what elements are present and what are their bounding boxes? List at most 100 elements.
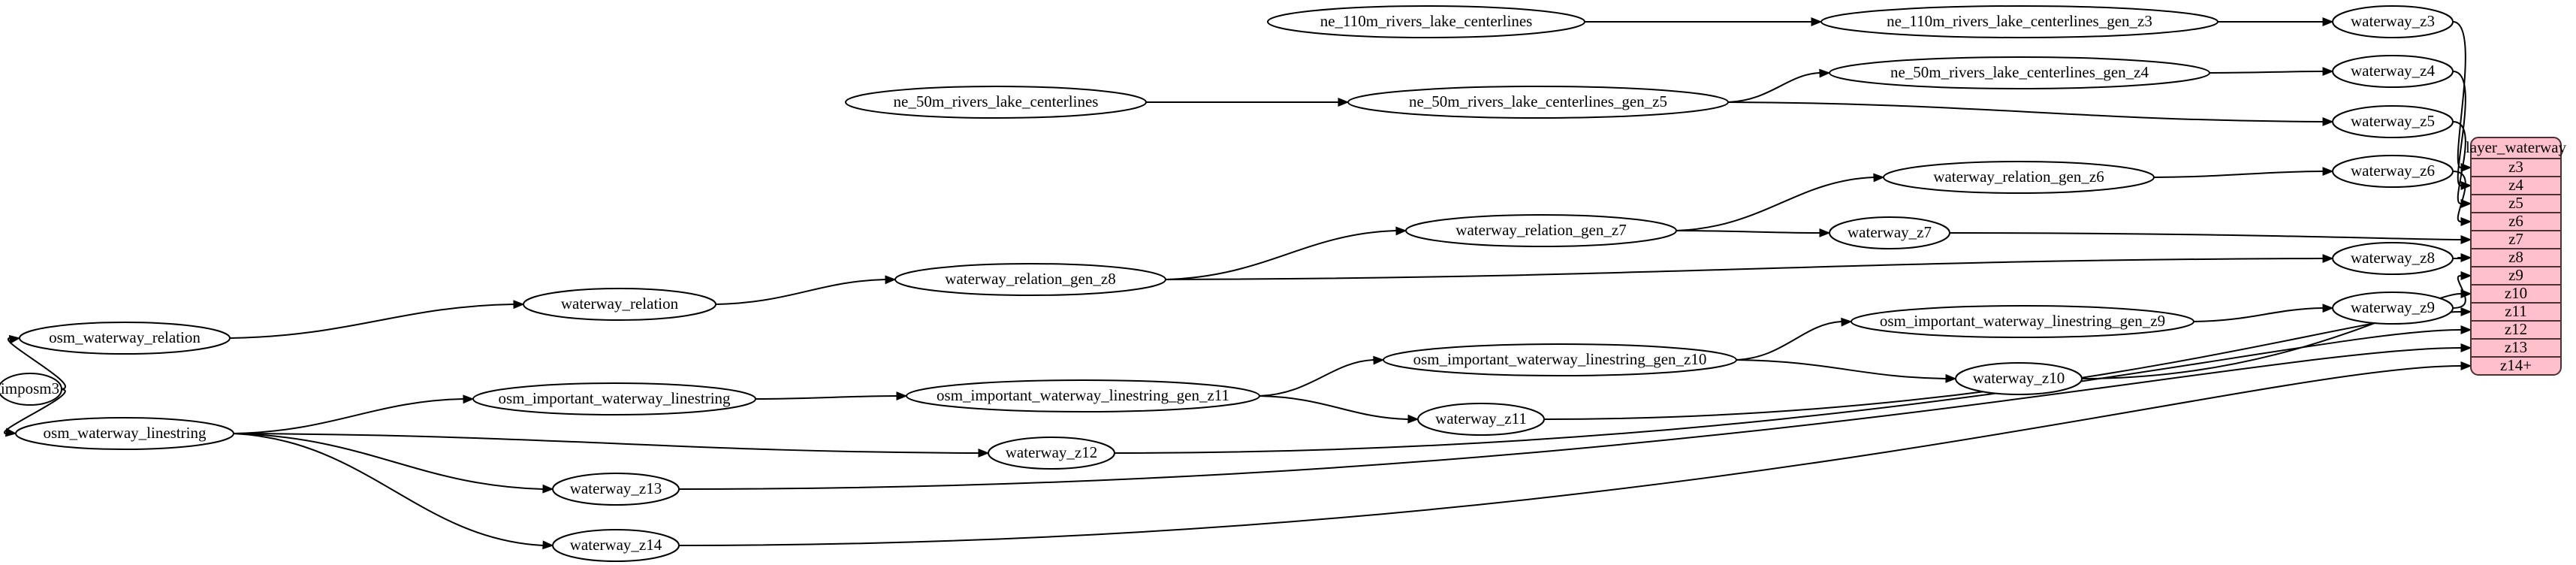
node-shape bbox=[2332, 105, 2454, 138]
node-label-waterway_z8: waterway_z8 bbox=[2351, 249, 2435, 267]
node-waterway_relation[interactable]: waterway_relation bbox=[523, 288, 716, 321]
table-row-z14plus[interactable]: z14+ bbox=[2500, 356, 2532, 374]
edge-waterway_z3-to-layer_waterway-z3 bbox=[2452, 21, 2466, 168]
edge-arrowhead bbox=[1819, 68, 1831, 78]
node-osm_important_waterway_linestring_gen_z10[interactable]: osm_important_waterway_linestring_gen_z1… bbox=[1383, 343, 1737, 376]
node-ne_50m_rivers_lake_centerlines_gen_z4[interactable]: ne_50m_rivers_lake_centerlines_gen_z4 bbox=[1829, 56, 2210, 89]
edge-arrowhead bbox=[896, 391, 908, 400]
node-label-waterway_z6: waterway_z6 bbox=[2351, 162, 2435, 180]
edge-ne_50m_rivers_lake_centerlines_gen_z5-to-waterway_z5 bbox=[1727, 101, 2323, 122]
node-label-waterway_relation_gen_z7: waterway_relation_gen_z7 bbox=[1455, 221, 1626, 239]
edge-arrowhead bbox=[2322, 167, 2334, 177]
edge-arrowhead bbox=[2460, 361, 2472, 370]
node-waterway_relation_gen_z6[interactable]: waterway_relation_gen_z6 bbox=[1883, 161, 2155, 194]
node-osm_important_waterway_linestring_gen_z11[interactable]: osm_important_waterway_linestring_gen_z1… bbox=[906, 379, 1260, 412]
node-osm_important_waterway_linestring[interactable]: osm_important_waterway_linestring bbox=[472, 382, 756, 415]
edge-arrowhead bbox=[2460, 253, 2472, 262]
node-label-waterway_relation: waterway_relation bbox=[561, 295, 679, 313]
node-waterway_z10[interactable]: waterway_z10 bbox=[1955, 362, 2083, 395]
edge-waterway_relation_gen_z6-to-waterway_z6 bbox=[2153, 171, 2323, 178]
node-ne_50m_rivers_lake_centerlines[interactable]: ne_50m_rivers_lake_centerlines bbox=[845, 86, 1147, 119]
node-shape bbox=[1417, 403, 1545, 436]
node-label-waterway_z7: waterway_z7 bbox=[1848, 223, 1932, 241]
edge-imposm3-to-osm_waterway_linestring bbox=[3, 388, 66, 434]
node-imposm3[interactable]: imposm3 bbox=[0, 373, 62, 406]
table-row-z7[interactable]: z7 bbox=[2508, 230, 2523, 248]
table-outline bbox=[2470, 137, 2562, 376]
node-shape bbox=[2332, 155, 2454, 188]
edge-arrowhead bbox=[1819, 228, 1831, 237]
edge-waterway_z12-to-layer_waterway-z12 bbox=[1114, 329, 2461, 454]
node-shape bbox=[1955, 362, 2083, 395]
node-waterway_z9[interactable]: waterway_z9 bbox=[2332, 292, 2454, 325]
node-label-ne_50m_rivers_lake_centerlines_gen_z4: ne_50m_rivers_lake_centerlines_gen_z4 bbox=[1890, 63, 2149, 81]
node-waterway_z11[interactable]: waterway_z11 bbox=[1417, 403, 1545, 436]
node-shape bbox=[15, 417, 234, 450]
edge-waterway_z14-to-layer_waterway-z14- bbox=[678, 365, 2461, 546]
node-osm_important_waterway_linestring_gen_z9[interactable]: osm_important_waterway_linestring_gen_z9 bbox=[1851, 305, 2194, 338]
node-waterway_relation_gen_z7[interactable]: waterway_relation_gen_z7 bbox=[1405, 214, 1677, 247]
node-label-ne_110m_rivers_lake_centerlines_gen_z3: ne_110m_rivers_lake_centerlines_gen_z3 bbox=[1887, 12, 2152, 30]
node-waterway_z7[interactable]: waterway_z7 bbox=[1829, 216, 1950, 249]
edge-arrowhead bbox=[8, 334, 21, 344]
table-row-z13[interactable]: z13 bbox=[2505, 338, 2527, 356]
node-waterway_z3[interactable]: waterway_z3 bbox=[2332, 5, 2454, 38]
table-row-z5[interactable]: z5 bbox=[2508, 194, 2523, 212]
edge-arrowhead bbox=[2460, 271, 2472, 280]
node-shape bbox=[552, 473, 680, 506]
edge-arrowhead bbox=[2322, 254, 2334, 263]
edge-osm_waterway_relation-to-waterway_relation bbox=[229, 304, 514, 339]
edge-osm_waterway_linestring-to-osm_important_waterway_linestring bbox=[233, 398, 463, 434]
node-label-osm_important_waterway_linestring: osm_important_waterway_linestring bbox=[498, 389, 731, 407]
edge-arrowhead bbox=[2322, 17, 2334, 26]
edge-arrowhead bbox=[1373, 355, 1385, 365]
node-waterway_z14[interactable]: waterway_z14 bbox=[552, 529, 680, 562]
table-row-z10[interactable]: z10 bbox=[2505, 284, 2527, 302]
edge-osm_important_waterway_linestring_gen_z11-to-waterway_z11 bbox=[1259, 395, 1408, 420]
node-waterway_relation_gen_z8[interactable]: waterway_relation_gen_z8 bbox=[894, 263, 1166, 296]
table-row-z3[interactable]: z3 bbox=[2508, 158, 2523, 176]
node-ne_110m_rivers_lake_centerlines[interactable]: ne_110m_rivers_lake_centerlines bbox=[1267, 5, 1585, 38]
node-osm_waterway_relation[interactable]: osm_waterway_relation bbox=[19, 322, 231, 355]
node-shape bbox=[906, 379, 1260, 412]
edge-osm_important_waterway_linestring-to-osm_important_waterway_linestring_gen_z11 bbox=[755, 395, 897, 400]
node-shape bbox=[552, 529, 680, 562]
table-header-label: layer_waterway bbox=[2466, 138, 2567, 156]
table-row-z4[interactable]: z4 bbox=[2508, 176, 2523, 194]
table-row-z11[interactable]: z11 bbox=[2505, 302, 2527, 320]
edge-osm_waterway_linestring-to-waterway_z14 bbox=[233, 433, 543, 546]
node-label-ne_110m_rivers_lake_centerlines: ne_110m_rivers_lake_centerlines bbox=[1320, 12, 1533, 30]
edge-waterway_z5-to-layer_waterway-z5 bbox=[2452, 121, 2466, 204]
node-shape bbox=[845, 86, 1147, 119]
edge-layer bbox=[3, 17, 2472, 550]
node-ne_110m_rivers_lake_centerlines_gen_z3[interactable]: ne_110m_rivers_lake_centerlines_gen_z3 bbox=[1820, 5, 2219, 38]
node-waterway_z4[interactable]: waterway_z4 bbox=[2332, 55, 2454, 88]
table-row-z8[interactable]: z8 bbox=[2508, 248, 2523, 266]
node-label-osm_important_waterway_linestring_gen_z11: osm_important_waterway_linestring_gen_z1… bbox=[937, 386, 1229, 404]
edge-waterway_relation_gen_z7-to-waterway_relation_gen_z6 bbox=[1676, 177, 1874, 231]
edge-arrowhead bbox=[885, 275, 897, 285]
table-row-z9[interactable]: z9 bbox=[2508, 266, 2523, 284]
node-osm_waterway_linestring[interactable]: osm_waterway_linestring bbox=[15, 417, 234, 450]
edge-arrowhead bbox=[2460, 307, 2472, 316]
node-shape bbox=[1267, 5, 1585, 38]
node-shape bbox=[2332, 5, 2454, 38]
node-waterway_z6[interactable]: waterway_z6 bbox=[2332, 155, 2454, 188]
node-label-waterway_z12: waterway_z12 bbox=[1006, 443, 1097, 461]
node-waterway_z13[interactable]: waterway_z13 bbox=[552, 473, 680, 506]
edge-osm_important_waterway_linestring_gen_z10-to-osm_important_waterway_linestring_gen_z9 bbox=[1736, 321, 1842, 361]
edge-ne_50m_rivers_lake_centerlines_gen_z5-to-ne_50m_rivers_lake_centerlines_gen_z4 bbox=[1727, 72, 1820, 103]
node-waterway_z12[interactable]: waterway_z12 bbox=[988, 437, 1115, 470]
node-shape bbox=[1820, 5, 2219, 38]
node-waterway_z5[interactable]: waterway_z5 bbox=[2332, 105, 2454, 138]
table-row-z12[interactable]: z12 bbox=[2505, 320, 2527, 338]
edge-waterway_z7-to-layer_waterway-z7 bbox=[1949, 232, 2461, 240]
node-label-waterway_z3: waterway_z3 bbox=[2351, 12, 2435, 30]
table-row-z6[interactable]: z6 bbox=[2508, 212, 2523, 230]
edge-waterway_relation-to-waterway_relation_gen_z8 bbox=[715, 279, 885, 305]
node-ne_50m_rivers_lake_centerlines_gen_z5[interactable]: ne_50m_rivers_lake_centerlines_gen_z5 bbox=[1347, 86, 1729, 119]
node-shape bbox=[1405, 214, 1677, 247]
node-waterway_z8[interactable]: waterway_z8 bbox=[2332, 242, 2454, 275]
edge-arrowhead bbox=[1395, 226, 1407, 236]
edge-arrowhead bbox=[2460, 343, 2472, 352]
